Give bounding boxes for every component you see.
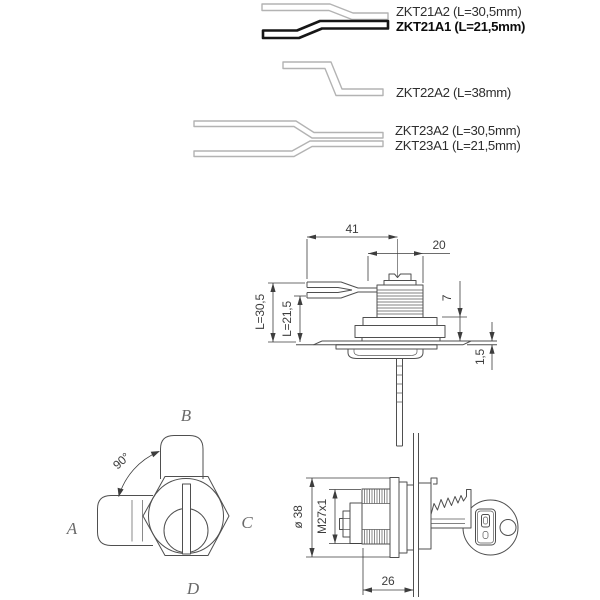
label-zkt21a2: ZKT21A2 (L=30,5mm) xyxy=(396,4,521,19)
dim-41: 41 xyxy=(306,222,398,279)
dim-1-5: 1,5 xyxy=(473,322,495,370)
flange-plates xyxy=(389,477,414,558)
label-zkt23a1: ZKT23A1 (L=21,5mm) xyxy=(395,138,520,153)
rotation-angle-text: 90° xyxy=(110,450,133,472)
label-zkt21a1: ZKT21A1 (L=21,5mm) xyxy=(396,19,525,34)
key-blade xyxy=(430,489,472,529)
dim-thread-m27: M27x1 xyxy=(315,489,361,544)
threaded-cylinder-side xyxy=(376,284,424,318)
cam-profile-zkt21a2 xyxy=(261,3,389,21)
dim-26: 26 xyxy=(362,548,414,595)
dim-20-text: 20 xyxy=(433,238,446,252)
key-blade-grooves xyxy=(431,518,465,524)
cam-retaining-cap xyxy=(383,273,417,286)
dim-l21-5: L=21,5 xyxy=(280,295,306,342)
mounting-panel-front xyxy=(413,433,419,597)
rotation-diagram-section: 90° A B C D xyxy=(66,406,254,598)
dim-diameter-text: ø 38 xyxy=(291,505,305,529)
dim-26-text: 26 xyxy=(382,574,395,588)
rear-nut xyxy=(418,482,432,550)
dim-l30-5-text: L=30,5 xyxy=(253,294,267,330)
cam-profiles-section: ZKT21A2 (L=30,5mm) ZKT21A1 (L=21,5mm) ZK… xyxy=(193,3,525,158)
label-zkt22a2: ZKT22A2 (L=38mm) xyxy=(396,85,511,100)
dim-7-text: 7 xyxy=(440,294,454,301)
key-grip-emboss xyxy=(475,508,496,546)
position-letter-d: D xyxy=(186,579,200,598)
hex-nut-front xyxy=(142,476,230,556)
dim-41-text: 41 xyxy=(346,222,359,236)
lock-head-side xyxy=(335,344,438,359)
lock-plug-front xyxy=(339,502,363,544)
cam-position-b xyxy=(160,435,204,479)
key-hole xyxy=(499,519,517,536)
mounting-panel-side xyxy=(296,340,497,346)
key-edge-view xyxy=(396,358,403,447)
position-letter-c: C xyxy=(241,513,253,532)
side-view-section: 41 20 L=30,5 L=21,5 xyxy=(253,222,497,447)
threaded-body-front xyxy=(361,488,391,545)
dim-1-5-text: 1,5 xyxy=(473,348,487,365)
retaining-clip xyxy=(430,477,438,487)
rotation-arc: 90° xyxy=(110,450,160,497)
cam-a-rivet-marks xyxy=(131,500,143,542)
cam-fork-arm xyxy=(306,281,377,299)
keyway-slot xyxy=(182,483,191,555)
mounted-lock-section: ø 38 M27x1 26 xyxy=(291,433,519,597)
cam-position-a xyxy=(97,495,153,546)
dim-thread-text: M27x1 xyxy=(315,498,329,534)
cam-profile-zkt23a2 xyxy=(193,120,384,139)
key xyxy=(430,489,519,556)
dim-diameter-38: ø 38 xyxy=(291,477,390,558)
label-zkt23a2: ZKT23A2 (L=30,5mm) xyxy=(395,123,520,138)
cam-profile-zkt23a1 xyxy=(193,140,384,158)
nut-washer-stack xyxy=(354,317,446,342)
cam-profile-zkt21a1 xyxy=(261,19,390,40)
dim-l21-5-text: L=21,5 xyxy=(280,301,294,337)
dim-20: 20 xyxy=(367,238,450,283)
position-letter-b: B xyxy=(181,406,192,425)
cam-profile-zkt22a2 xyxy=(282,61,384,97)
dim-l30-5: L=30,5 xyxy=(253,282,305,343)
position-letter-a: A xyxy=(66,519,78,538)
dim-7: 7 xyxy=(440,281,467,341)
